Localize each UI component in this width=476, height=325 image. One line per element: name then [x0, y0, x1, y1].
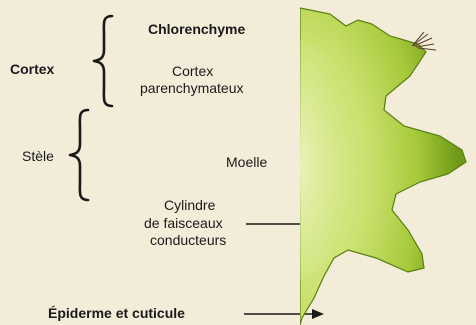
epiderme-label: Épiderme et cuticule: [48, 305, 185, 322]
cortex-parenchymateux-label-line1: Cortex: [172, 63, 213, 80]
cortex-label: Cortex: [10, 61, 54, 78]
cortex-brace: [92, 14, 116, 108]
stele-brace: [68, 108, 92, 202]
cylindre-label-line2: de faisceaux: [144, 215, 223, 232]
cylindre-label-line1: Cylindre: [164, 197, 215, 214]
chlorenchyme-label: Chlorenchyme: [148, 21, 245, 38]
stele-label: Stèle: [22, 148, 54, 165]
stem-cross-section: [300, 0, 476, 325]
cortex-parenchymateux-label-line2: parenchymateux: [140, 80, 244, 97]
moelle-label: Moelle: [226, 154, 267, 171]
cylindre-label-line3: conducteurs: [150, 232, 226, 249]
